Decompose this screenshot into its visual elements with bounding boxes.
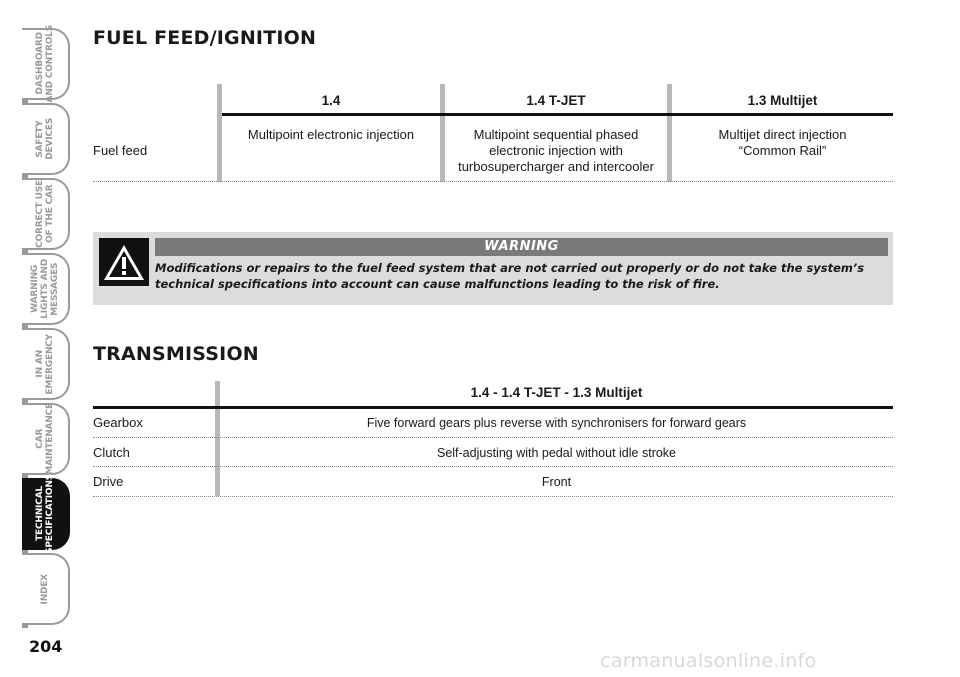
tab-safety-devices[interactable]: SAFETY DEVICES bbox=[22, 103, 70, 175]
column-divider bbox=[215, 381, 220, 496]
transmission-row-value: Five forward gears plus reverse with syn… bbox=[366, 416, 747, 430]
transmission-row-label: Gearbox bbox=[93, 415, 143, 430]
header-rule bbox=[222, 113, 893, 116]
tab-label: TECHNICAL SPECIFICATIONS bbox=[35, 474, 55, 554]
tab-index[interactable]: INDEX bbox=[22, 553, 70, 625]
fuel-column-header: 1.4 T-JET bbox=[526, 93, 586, 108]
tab-in-an-emergency[interactable]: IN AN EMERGENCY bbox=[22, 328, 70, 400]
fuel-section-title: FUEL FEED/IGNITION bbox=[93, 27, 317, 49]
row-divider bbox=[93, 466, 893, 467]
transmission-section-title: TRANSMISSION bbox=[93, 343, 259, 365]
row-divider bbox=[93, 181, 893, 182]
tab-label: IN AN EMERGENCY bbox=[35, 333, 55, 395]
tab-label: WARNING LIGHTS AND MESSAGES bbox=[30, 259, 60, 319]
column-divider bbox=[440, 84, 445, 182]
fuel-column-header: 1.4 bbox=[321, 93, 341, 108]
page-number: 204 bbox=[29, 637, 63, 656]
fuel-row-label: Fuel feed bbox=[93, 143, 148, 158]
transmission-row-label: Drive bbox=[93, 474, 124, 489]
tab-correct-use[interactable]: CORRECT USE OF THE CAR bbox=[22, 178, 70, 250]
warning-triangle-icon bbox=[99, 238, 149, 286]
transmission-row-label: Clutch bbox=[93, 445, 130, 460]
tab-warning-lights[interactable]: WARNING LIGHTS AND MESSAGES bbox=[22, 253, 70, 325]
transmission-row-value: Self-adjusting with pedal without idle s… bbox=[436, 446, 677, 460]
warning-text: Modifications or repairs to the fuel fee… bbox=[155, 261, 865, 291]
tab-car-maintenance[interactable]: CAR MAINTENANCE bbox=[22, 403, 70, 475]
warning-box: WARNING Modifications or repairs to the … bbox=[93, 232, 893, 305]
fuel-value: Multipoint sequential phased electronic … bbox=[458, 127, 654, 174]
fuel-column-header: 1.3 Multijet bbox=[747, 93, 818, 108]
column-divider bbox=[667, 84, 672, 182]
column-divider bbox=[217, 84, 222, 182]
row-divider bbox=[93, 437, 893, 438]
watermark: carmanualsonline.info bbox=[600, 650, 817, 672]
transmission-row-value: Front bbox=[541, 475, 572, 489]
tab-label: SAFETY DEVICES bbox=[35, 118, 55, 160]
tab-label: DASHBOARD AND CONTROLS bbox=[35, 25, 55, 103]
fuel-value: Multijet direct injection “Common Rail” bbox=[718, 127, 847, 158]
warning-title: WARNING bbox=[155, 238, 888, 256]
tab-label: CAR MAINTENANCE bbox=[35, 403, 55, 475]
tab-label: INDEX bbox=[40, 573, 50, 605]
fuel-value: Multipoint electronic injection bbox=[247, 127, 415, 142]
header-rule bbox=[93, 406, 893, 409]
transmission-column-header: 1.4 - 1.4 T-JET - 1.3 Multijet bbox=[470, 385, 643, 400]
tab-technical-specifications[interactable]: TECHNICAL SPECIFICATIONS bbox=[22, 474, 70, 554]
row-divider bbox=[93, 496, 893, 497]
tab-dashboard-and-controls[interactable]: DASHBOARD AND CONTROLS bbox=[22, 25, 70, 103]
tab-label: CORRECT USE OF THE CAR bbox=[35, 180, 55, 248]
